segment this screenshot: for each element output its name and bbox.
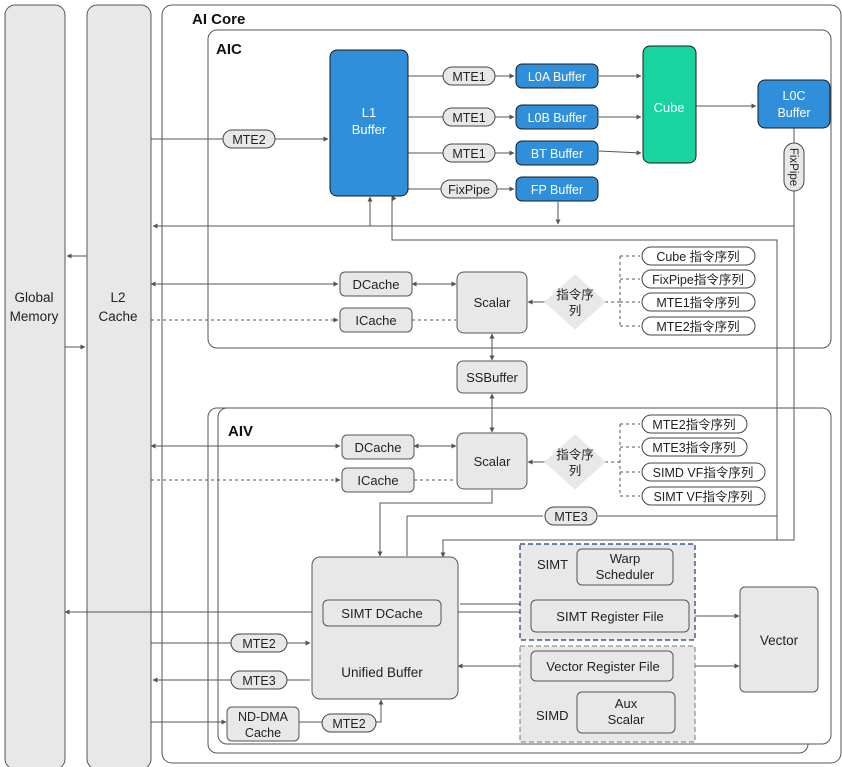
aic-scalar-label: Scalar (474, 295, 512, 310)
mte1-pill-bt (442, 143, 496, 163)
fixpipe-pill (440, 179, 498, 199)
mte2-pill-l1 (222, 129, 276, 149)
l0b-buffer-label: L0B Buffer (528, 111, 587, 125)
l0a-buffer-label: L0A Buffer (528, 70, 586, 84)
mte1-pill-l0a (442, 66, 496, 86)
bt-buffer-label: BT Buffer (531, 147, 583, 161)
aiv-queue-list: MTE2指令序列 MTE3指令序列 SIMD VF指令序列 SIMT VF指令序… (641, 414, 766, 506)
aiv-scalar-block (456, 432, 528, 490)
fixpipe-pill-label: FixPipe (448, 183, 490, 197)
aic-dcache-label: DCache (353, 277, 400, 292)
global-memory-block (4, 4, 66, 767)
ssbuffer-label: SSBuffer (466, 370, 518, 385)
aiv-queue-item-label: SIMT VF指令序列 (653, 489, 752, 504)
aiv-icache-label: ICache (357, 473, 398, 488)
aic-queue-item-label: MTE2指令序列 (656, 319, 739, 334)
cube-label: Cube (653, 100, 684, 115)
bt-buffer-block (515, 140, 599, 166)
mte2-pill-ub (230, 633, 288, 653)
warp-scheduler-block (576, 548, 674, 586)
fixpipe-vertical-pill (783, 142, 805, 192)
l0a-buffer-block (515, 63, 599, 89)
aic-queue-list: Cube 指令序列 FixPipe指令序列 MTE1指令序列 MTE2指令序列 (641, 246, 756, 336)
fixpipe-vertical-label: FixPipe (787, 148, 799, 186)
mte3-pill-ub (230, 670, 288, 690)
simt-group-label: SIMT (537, 557, 568, 572)
vector-label: Vector (760, 633, 799, 648)
simt-dcache-label: SIMT DCache (341, 606, 422, 621)
aiv-dcache-label: DCache (355, 440, 402, 455)
mte3-pill-aiv-label: MTE3 (554, 510, 587, 524)
aiv-queue-item-label: MTE3指令序列 (652, 440, 735, 455)
unified-buffer-block (311, 556, 459, 700)
aux-scalar-block (576, 691, 676, 734)
l0b-buffer-block (515, 104, 599, 130)
aic-queue-item (641, 292, 756, 312)
aic-instr-seq-diamond (544, 274, 606, 330)
aiv-queue-item-label: SIMD VF指令序列 (653, 465, 754, 480)
aic-scalar-block (456, 271, 528, 334)
aiv-queue-item (641, 437, 748, 457)
mte3-pill-ub-label: MTE3 (242, 674, 275, 688)
simt-dcache-block (322, 599, 442, 627)
nd-dma-cache-block (226, 706, 300, 742)
vector-block (739, 586, 819, 693)
path-pills: MTE2 MTE1 MTE1 MTE1 FixPipe MTE3 MTE2 MT… (222, 66, 598, 733)
mte1-pill-bt-label: MTE1 (452, 147, 485, 161)
mte3-pill-aiv (544, 506, 598, 526)
fp-buffer-block (515, 176, 599, 202)
vector-register-file-block (530, 650, 674, 682)
mte1-pill-l0b (442, 107, 496, 127)
aic-queue-item-label: FixPipe指令序列 (652, 272, 744, 287)
aic-dcache-block (339, 271, 413, 297)
mte2-pill-nd-label: MTE2 (332, 717, 365, 731)
aic-queue-item (641, 246, 756, 266)
mte1-pill-l0b-label: MTE1 (452, 111, 485, 125)
aiv-dcache-block (341, 434, 415, 460)
ai-core-title: AI Core (192, 11, 245, 28)
aic-instr-seq-label: 指令序列 (556, 287, 594, 318)
aic-queue-item (641, 316, 756, 336)
aiv-instr-seq-diamond (544, 434, 606, 490)
connection-lines (64, 73, 795, 725)
fp-buffer-label: FP Buffer (531, 183, 583, 197)
aiv-instr-seq-label: 指令序列 (556, 447, 594, 478)
cube-block (642, 45, 697, 164)
aiv-title: AIV (228, 423, 253, 440)
l0c-buffer-block (757, 79, 831, 129)
unified-buffer-label: Unified Buffer (341, 665, 423, 680)
aic-icache-label: ICache (355, 313, 396, 328)
mte2-pill-ub-label: MTE2 (242, 637, 275, 651)
aiv-queue-item (641, 414, 748, 434)
mte1-pill-l0a-label: MTE1 (452, 70, 485, 84)
aiv-queue-item (641, 486, 766, 506)
aic-icache-block (339, 307, 413, 333)
aiv-queue-item (641, 462, 766, 482)
aic-queue-item (641, 269, 756, 289)
simt-register-file-block (530, 599, 690, 633)
aiv-scalar-label: Scalar (474, 454, 512, 469)
aiv-icache-block (341, 467, 415, 493)
l1-buffer-block (329, 49, 409, 197)
ssbuffer-block (456, 360, 528, 394)
vector-register-file-label: Vector Register File (546, 659, 659, 674)
l2-cache-block (86, 4, 152, 767)
aic-title: AIC (216, 41, 242, 58)
simt-register-file-label: SIMT Register File (556, 609, 663, 624)
simd-group-label: SIMD (536, 708, 569, 723)
mte2-pill-l1-label: MTE2 (232, 133, 265, 147)
aic-queue-item-label: MTE1指令序列 (656, 295, 739, 310)
aic-queue-item-label: Cube 指令序列 (656, 249, 739, 264)
aiv-queue-item-label: MTE2指令序列 (652, 417, 735, 432)
mte2-pill-nd (321, 713, 377, 733)
